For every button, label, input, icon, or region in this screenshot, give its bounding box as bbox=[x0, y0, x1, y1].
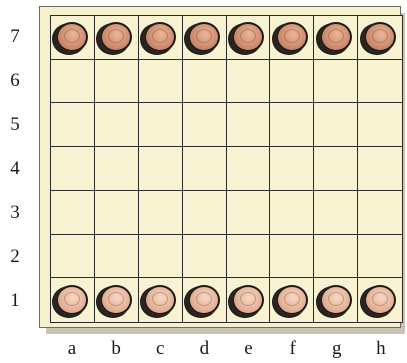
rank-label-7: 7 bbox=[4, 15, 26, 59]
square-a6[interactable] bbox=[51, 60, 95, 104]
square-f5[interactable] bbox=[270, 103, 314, 147]
square-h3[interactable] bbox=[358, 191, 402, 235]
square-h4[interactable] bbox=[358, 147, 402, 191]
square-b1[interactable] bbox=[95, 278, 139, 322]
square-g7[interactable] bbox=[314, 16, 358, 60]
square-c6[interactable] bbox=[139, 60, 183, 104]
rank-label-1: 1 bbox=[4, 279, 26, 323]
square-b7[interactable] bbox=[95, 16, 139, 60]
dark-piece-h7[interactable] bbox=[364, 22, 396, 52]
square-f4[interactable] bbox=[270, 147, 314, 191]
square-b5[interactable] bbox=[95, 103, 139, 147]
square-g4[interactable] bbox=[314, 147, 358, 191]
light-piece-f1[interactable] bbox=[276, 285, 308, 315]
dark-piece-b7[interactable] bbox=[100, 22, 132, 52]
dark-piece-a7[interactable] bbox=[56, 22, 88, 52]
rank-label-2: 2 bbox=[4, 235, 26, 279]
square-a5[interactable] bbox=[51, 103, 95, 147]
light-piece-h1[interactable] bbox=[364, 285, 396, 315]
file-label-f: f bbox=[271, 338, 315, 360]
square-e7[interactable] bbox=[227, 16, 271, 60]
square-c2[interactable] bbox=[139, 235, 183, 279]
square-e3[interactable] bbox=[227, 191, 271, 235]
square-g3[interactable] bbox=[314, 191, 358, 235]
square-a1[interactable] bbox=[51, 278, 95, 322]
square-f7[interactable] bbox=[270, 16, 314, 60]
square-h6[interactable] bbox=[358, 60, 402, 104]
light-piece-e1[interactable] bbox=[232, 285, 264, 315]
dark-piece-d7[interactable] bbox=[188, 22, 220, 52]
square-c7[interactable] bbox=[139, 16, 183, 60]
file-label-a: a bbox=[50, 338, 94, 360]
rank-label-3: 3 bbox=[4, 191, 26, 235]
file-label-e: e bbox=[227, 338, 271, 360]
dark-piece-f7[interactable] bbox=[276, 22, 308, 52]
light-piece-b1[interactable] bbox=[100, 285, 132, 315]
rank-label-4: 4 bbox=[4, 147, 26, 191]
square-b4[interactable] bbox=[95, 147, 139, 191]
square-d1[interactable] bbox=[183, 278, 227, 322]
square-d4[interactable] bbox=[183, 147, 227, 191]
light-piece-g1[interactable] bbox=[320, 285, 352, 315]
square-a2[interactable] bbox=[51, 235, 95, 279]
square-g6[interactable] bbox=[314, 60, 358, 104]
square-c1[interactable] bbox=[139, 278, 183, 322]
square-g1[interactable] bbox=[314, 278, 358, 322]
square-d6[interactable] bbox=[183, 60, 227, 104]
rank-label-5: 5 bbox=[4, 103, 26, 147]
square-e1[interactable] bbox=[227, 278, 271, 322]
light-piece-a1[interactable] bbox=[56, 285, 88, 315]
square-h1[interactable] bbox=[358, 278, 402, 322]
square-e6[interactable] bbox=[227, 60, 271, 104]
square-c4[interactable] bbox=[139, 147, 183, 191]
square-b6[interactable] bbox=[95, 60, 139, 104]
square-d2[interactable] bbox=[183, 235, 227, 279]
square-d7[interactable] bbox=[183, 16, 227, 60]
light-piece-d1[interactable] bbox=[188, 285, 220, 315]
square-d5[interactable] bbox=[183, 103, 227, 147]
square-f2[interactable] bbox=[270, 235, 314, 279]
light-piece-c1[interactable] bbox=[144, 285, 176, 315]
square-f6[interactable] bbox=[270, 60, 314, 104]
game-board bbox=[50, 15, 403, 323]
square-h5[interactable] bbox=[358, 103, 402, 147]
square-h2[interactable] bbox=[358, 235, 402, 279]
square-d3[interactable] bbox=[183, 191, 227, 235]
file-label-c: c bbox=[138, 338, 182, 360]
square-h7[interactable] bbox=[358, 16, 402, 60]
square-a3[interactable] bbox=[51, 191, 95, 235]
square-b2[interactable] bbox=[95, 235, 139, 279]
square-a7[interactable] bbox=[51, 16, 95, 60]
square-e5[interactable] bbox=[227, 103, 271, 147]
dark-piece-c7[interactable] bbox=[144, 22, 176, 52]
file-label-h: h bbox=[359, 338, 403, 360]
square-e4[interactable] bbox=[227, 147, 271, 191]
file-label-g: g bbox=[315, 338, 359, 360]
dark-piece-g7[interactable] bbox=[320, 22, 352, 52]
file-label-d: d bbox=[182, 338, 226, 360]
square-e2[interactable] bbox=[227, 235, 271, 279]
square-f3[interactable] bbox=[270, 191, 314, 235]
square-a4[interactable] bbox=[51, 147, 95, 191]
square-g5[interactable] bbox=[314, 103, 358, 147]
rank-label-6: 6 bbox=[4, 59, 26, 103]
square-b3[interactable] bbox=[95, 191, 139, 235]
square-c3[interactable] bbox=[139, 191, 183, 235]
file-label-b: b bbox=[94, 338, 138, 360]
dark-piece-e7[interactable] bbox=[232, 22, 264, 52]
square-f1[interactable] bbox=[270, 278, 314, 322]
square-g2[interactable] bbox=[314, 235, 358, 279]
square-c5[interactable] bbox=[139, 103, 183, 147]
